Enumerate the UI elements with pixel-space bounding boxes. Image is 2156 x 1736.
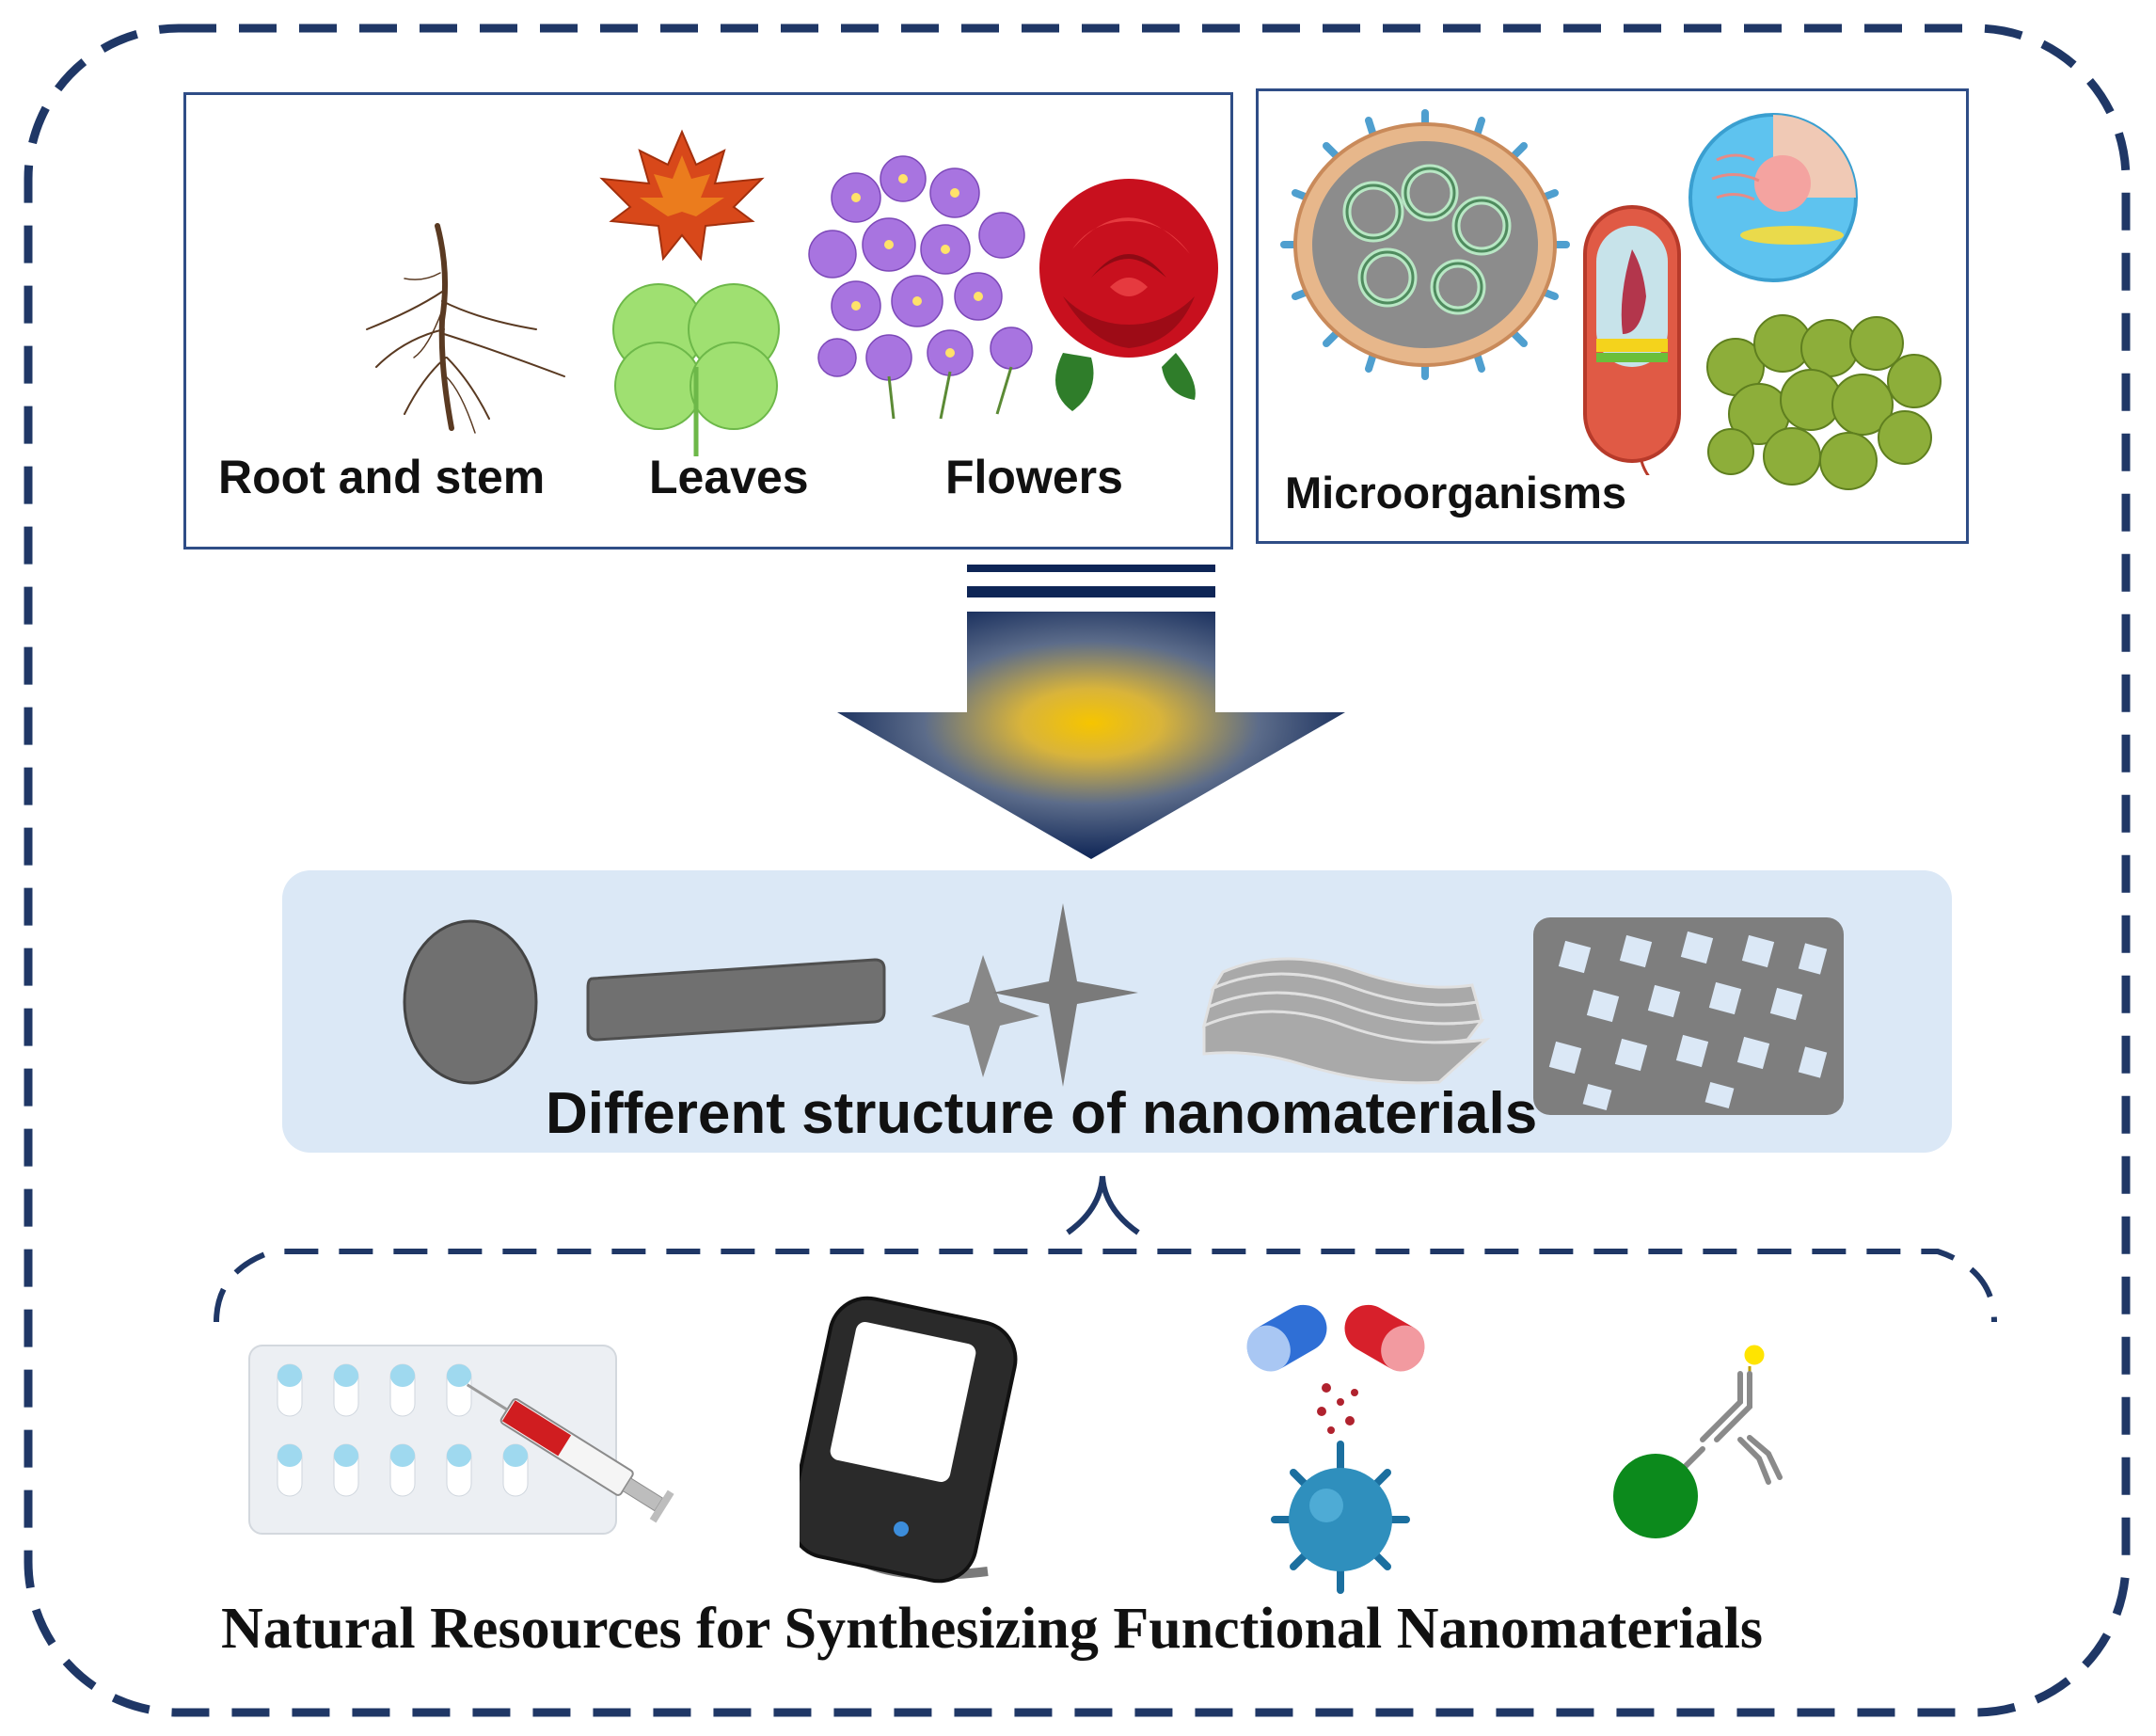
bacterium-icon [1583, 205, 1681, 475]
handheld-reader-device-icon [800, 1296, 1018, 1584]
nanostar-icon [931, 903, 1138, 1087]
capsule-releasing-nanoparticles-icon [1246, 1304, 1425, 1594]
microorganisms-label: Microorganisms [1285, 468, 1627, 518]
plant-label-leaves: Leaves [649, 451, 809, 503]
fungal-spores-icon [1706, 314, 1942, 490]
clover-leaf-icon [612, 283, 780, 456]
pill-blister-and-syringe-icon [248, 1345, 674, 1535]
antibody-particle-icon [1613, 1342, 1783, 1538]
root-and-stem-icon [366, 223, 565, 434]
porous-framework-icon [1533, 917, 1844, 1115]
nanorod-icon [586, 958, 886, 1042]
violet-flowers-icon [808, 155, 1033, 420]
maple-leaf-icon [599, 129, 765, 262]
nanomaterials-band-title: Different structure of nanomaterials [546, 1081, 1538, 1146]
process-down-arrow [837, 565, 1345, 859]
applications-bracket [214, 1175, 1997, 1323]
plant-label-root-and-stem: Root and stem [218, 451, 546, 503]
eukaryotic-cell-icon [1688, 113, 1858, 282]
nanosphere-icon [403, 919, 538, 1085]
plant-label-flowers: Flowers [945, 451, 1123, 503]
figure-title: Natural Resources for Synthesizing Funct… [221, 1597, 1763, 1661]
virus-cross-section-icon [1280, 109, 1570, 380]
rose-flower-icon [1039, 179, 1218, 411]
nanosheets-icon [1201, 957, 1491, 1085]
